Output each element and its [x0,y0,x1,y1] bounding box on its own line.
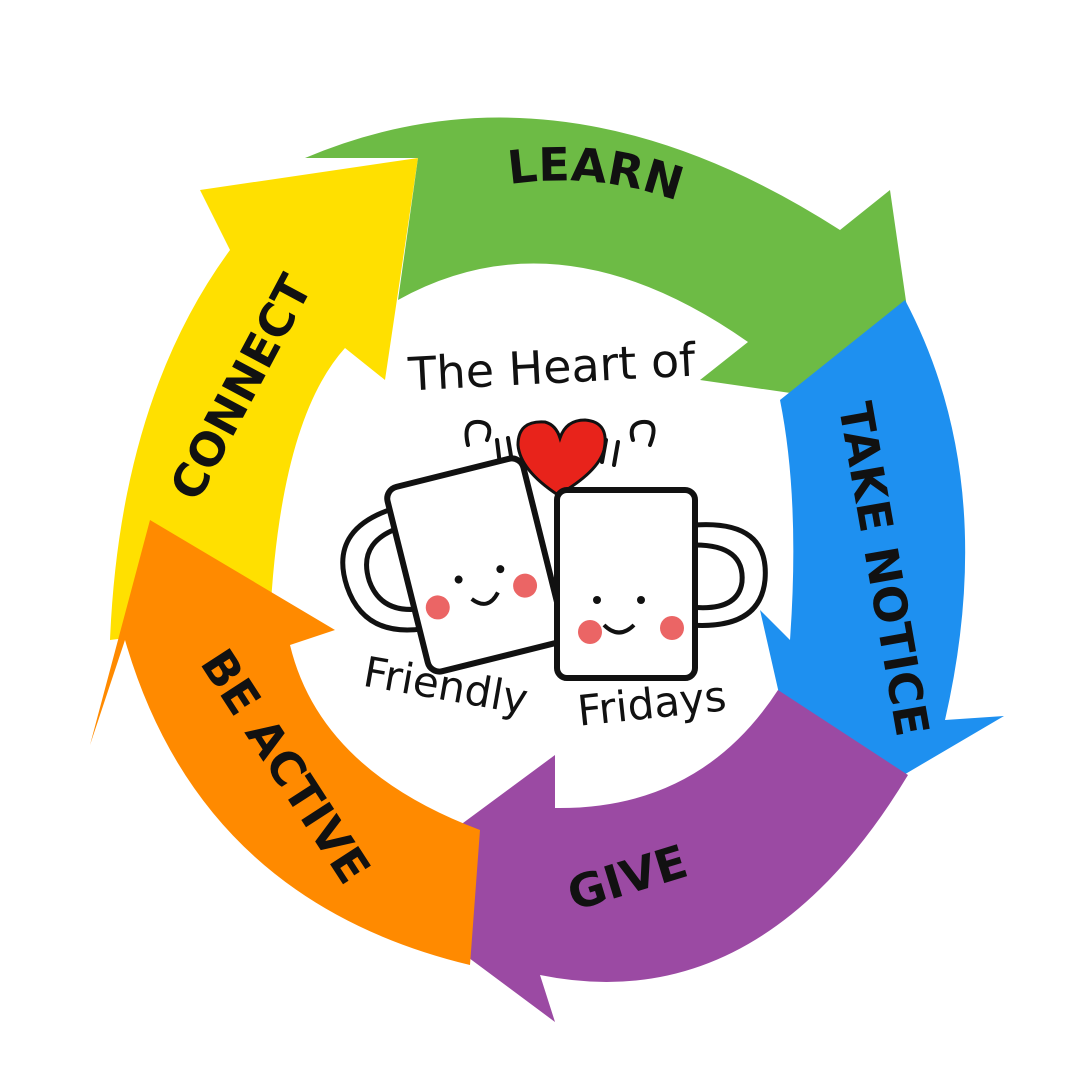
logo-title: The Heart of [406,332,698,401]
segment-give-arrow [375,690,908,1022]
segment-take-notice-arrow [760,300,1004,830]
center-logo: The Heart of [340,332,768,736]
segment-learn-arrow [305,117,922,412]
mug-icon [340,455,567,675]
mug-icon [554,487,768,681]
segment-be-active-arrow [90,520,480,965]
heart-icon [516,418,607,497]
segment-connect-arrow [110,158,418,640]
